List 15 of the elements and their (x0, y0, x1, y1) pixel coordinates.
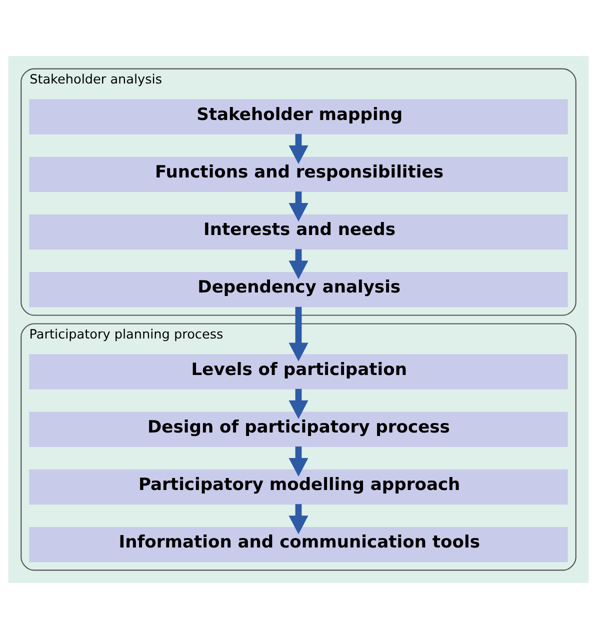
arrow (288, 306, 308, 362)
node-box: Participatory modelling approach (29, 469, 568, 505)
arrow (288, 192, 308, 222)
arrow (288, 388, 308, 419)
node-box: Interests and needs (29, 214, 568, 250)
node-box: Levels of participation (29, 354, 568, 390)
node-box: Functions and responsibilities (29, 156, 568, 192)
arrow (288, 249, 308, 280)
arrow (288, 504, 308, 534)
node-box: Dependency analysis (29, 272, 568, 308)
arrow (288, 134, 308, 164)
arrow (288, 446, 308, 477)
node-box: Design of participatory process (29, 412, 568, 447)
node-box: Information and communication tools (29, 527, 568, 562)
node-box: Stakeholder mapping (29, 99, 568, 134)
